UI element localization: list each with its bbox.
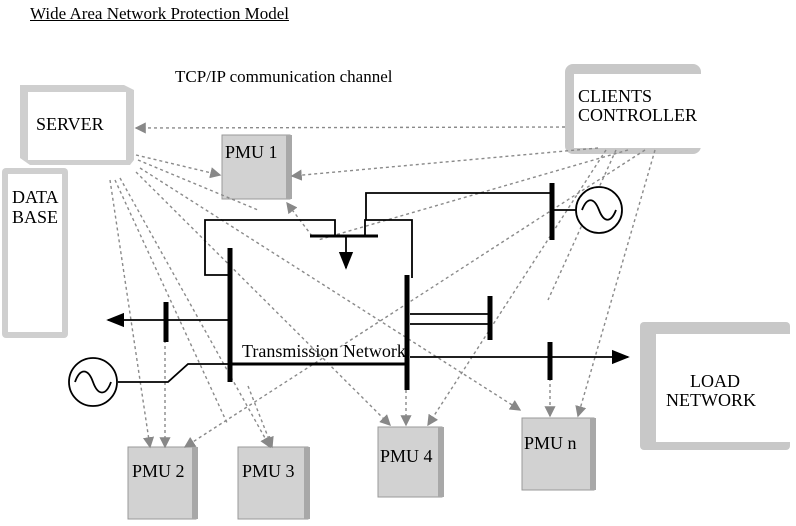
transmission-lines bbox=[106, 183, 630, 390]
pmu1-box bbox=[221, 134, 292, 200]
clients-label-line1: CLIENTS bbox=[578, 86, 652, 106]
database-label-line2: BASE bbox=[12, 207, 59, 227]
pmu4-label: PMU 4 bbox=[380, 446, 433, 466]
generator-left-icon bbox=[68, 357, 118, 407]
load-label-line1: LOAD bbox=[690, 371, 740, 391]
pmu4-box bbox=[377, 426, 444, 498]
transmission-network-label: Transmission Network bbox=[242, 341, 406, 361]
pmu2-label: PMU 2 bbox=[132, 461, 185, 481]
pmu2-box bbox=[127, 446, 198, 520]
channel-label: TCP/IP communication channel bbox=[175, 67, 393, 86]
server-box bbox=[20, 85, 134, 165]
pmun-label: PMU n bbox=[524, 433, 577, 453]
load-network-box bbox=[640, 322, 790, 450]
pmun-box bbox=[521, 417, 596, 491]
pmu3-box bbox=[237, 446, 310, 520]
diagram-title: Wide Area Network Protection Model bbox=[30, 4, 289, 23]
database-label-line1: DATA bbox=[12, 187, 59, 207]
pmu3-label: PMU 3 bbox=[242, 461, 295, 481]
server-label: SERVER bbox=[36, 114, 104, 134]
load-label-line2: NETWORK bbox=[666, 390, 756, 410]
pmu1-label: PMU 1 bbox=[225, 142, 278, 162]
communication-lines bbox=[109, 122, 656, 449]
clients-controller-box bbox=[565, 64, 708, 154]
clients-label-line2: CONTROLLER bbox=[578, 105, 697, 125]
database-box bbox=[2, 168, 68, 338]
generator-right-icon bbox=[575, 186, 623, 234]
